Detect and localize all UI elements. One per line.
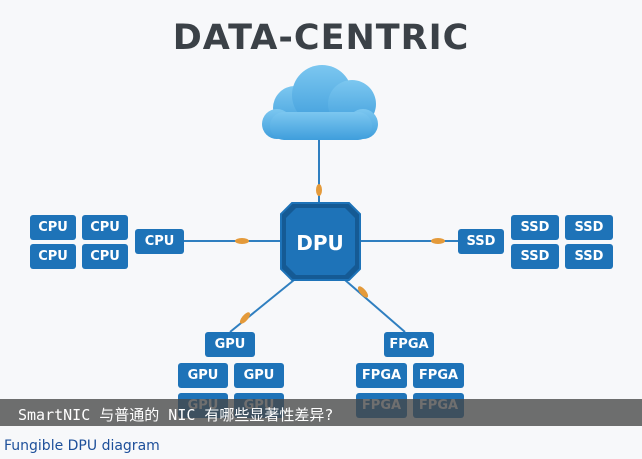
cpu-node: CPU — [135, 229, 184, 254]
link-dpu-gpu — [229, 279, 295, 333]
gpu-grid-chip: GPU — [234, 363, 284, 388]
dpu-label: DPU — [296, 231, 344, 255]
cpu-grid-chip: CPU — [82, 244, 128, 269]
cpu-grid-chip: CPU — [82, 215, 128, 240]
connector-bead — [431, 238, 445, 244]
ssd-grid-chip: SSD — [565, 215, 613, 240]
ssd-node: SSD — [458, 229, 504, 254]
ssd-grid-chip: SSD — [565, 244, 613, 269]
question-overlay — [0, 399, 642, 426]
gpu-node: GPU — [205, 332, 255, 357]
connector-bead — [316, 184, 322, 196]
connector-bead — [239, 312, 251, 324]
diagram-title: DATA-CENTRIC — [172, 18, 470, 58]
ssd-grid-chip: SSD — [511, 244, 559, 269]
connector-bead — [235, 238, 249, 244]
fpga-node: FPGA — [384, 332, 434, 357]
cpu-grid-chip: CPU — [30, 244, 76, 269]
ssd-grid-chip: SSD — [511, 215, 559, 240]
dpu-chip: DPU — [280, 202, 361, 281]
gpu-grid-chip: GPU — [178, 363, 228, 388]
fpga-grid-chip: FPGA — [356, 363, 407, 388]
connector-bead — [357, 286, 369, 298]
cpu-grid-chip: CPU — [30, 215, 76, 240]
question-text[interactable]: SmartNIC 与普通的 NIC 有哪些显著性差异? — [18, 406, 334, 424]
link-dpu-fpga — [344, 279, 406, 333]
connector-beads — [235, 184, 445, 324]
cloud-icon — [262, 65, 378, 140]
fpga-grid-chip: FPGA — [413, 363, 464, 388]
image-caption: Fungible DPU diagram — [4, 438, 160, 454]
